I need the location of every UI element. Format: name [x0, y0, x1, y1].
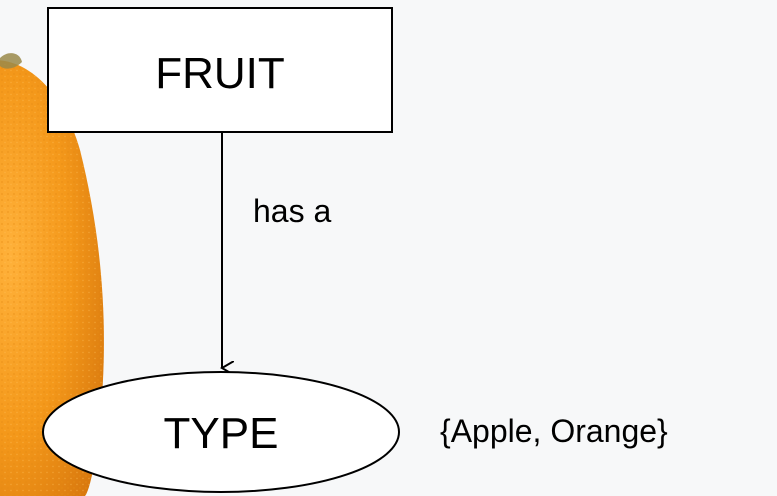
attribute-label: TYPE — [164, 409, 279, 458]
entity-fruit: FRUIT — [47, 7, 393, 133]
attribute-type: TYPE — [42, 371, 400, 493]
entity-label: FRUIT — [155, 49, 285, 98]
entity-box — [47, 7, 393, 133]
relation-has-a: has a — [222, 132, 331, 368]
relation-label: has a — [253, 193, 331, 229]
attribute-values: {Apple, Orange} — [440, 413, 668, 449]
attribute-ellipse — [42, 371, 400, 493]
